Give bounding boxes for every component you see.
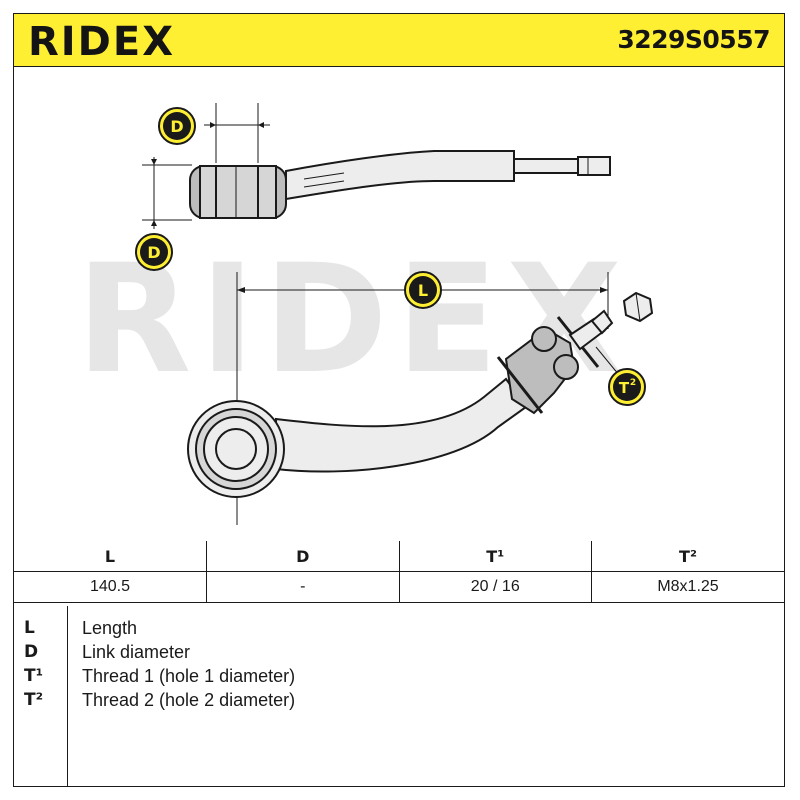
legend-text: Thread 2 (hole 2 diameter) [82, 690, 296, 710]
legend-key: D [24, 642, 39, 662]
header-bar: RIDEX 3229S0557 [14, 14, 784, 67]
spec-table: L D T¹ T² 140.5 - 20 / 16 M8x1.25 [14, 541, 784, 603]
spec-value-thread-1: 20 / 16 [398, 571, 592, 603]
legend-item: T¹ Thread 1 (hole 1 diameter) [14, 666, 784, 690]
spec-value-row: 140.5 - 20 / 16 M8x1.25 [14, 571, 784, 603]
callout-d-top: D [158, 107, 196, 145]
svg-text:T: T [619, 379, 630, 397]
legend-key: T¹ [24, 666, 44, 686]
svg-text:2: 2 [630, 378, 636, 388]
spec-value-thread-2: M8x1.25 [591, 571, 784, 603]
legend: L Length D Link diameter T¹ Thread 1 (ho… [14, 606, 784, 787]
spec-header-thread-2: T² [591, 541, 784, 572]
svg-text:RIDEX: RIDEX [28, 19, 175, 61]
svg-text:D: D [147, 243, 160, 262]
legend-key: L [24, 618, 35, 638]
brand-logo: RIDEX [28, 19, 175, 61]
legend-item: L Length [14, 618, 784, 642]
spec-value-diameter: - [206, 571, 400, 603]
perspective-link [187, 272, 654, 525]
spec-header-length: L [14, 541, 207, 572]
callout-thread-2: T 2 [595, 346, 646, 406]
spec-header-row: L D T¹ T² [14, 541, 784, 572]
technical-drawing: RIDEX [76, 103, 654, 525]
legend-text: Thread 1 (hole 1 diameter) [82, 666, 296, 686]
callout-length: L [404, 271, 442, 309]
legend-text: Link diameter [82, 642, 191, 662]
spec-header-diameter: D [206, 541, 400, 572]
callout-d-side: D [135, 233, 173, 271]
top-view-link [142, 103, 611, 229]
svg-text:L: L [418, 281, 428, 300]
spec-header-thread-1: T¹ [398, 541, 592, 572]
legend-text: Length [82, 618, 138, 638]
legend-item: D Link diameter [14, 642, 784, 666]
legend-item: T² Thread 2 (hole 2 diameter) [14, 690, 784, 714]
legend-key: T² [24, 690, 44, 710]
product-sheet: RIDEX 3229S0557 RIDEX [13, 13, 785, 787]
legend-divider [67, 606, 68, 787]
part-number: 3229S0557 [617, 25, 770, 54]
spec-value-length: 140.5 [14, 571, 207, 603]
svg-text:D: D [170, 117, 183, 136]
